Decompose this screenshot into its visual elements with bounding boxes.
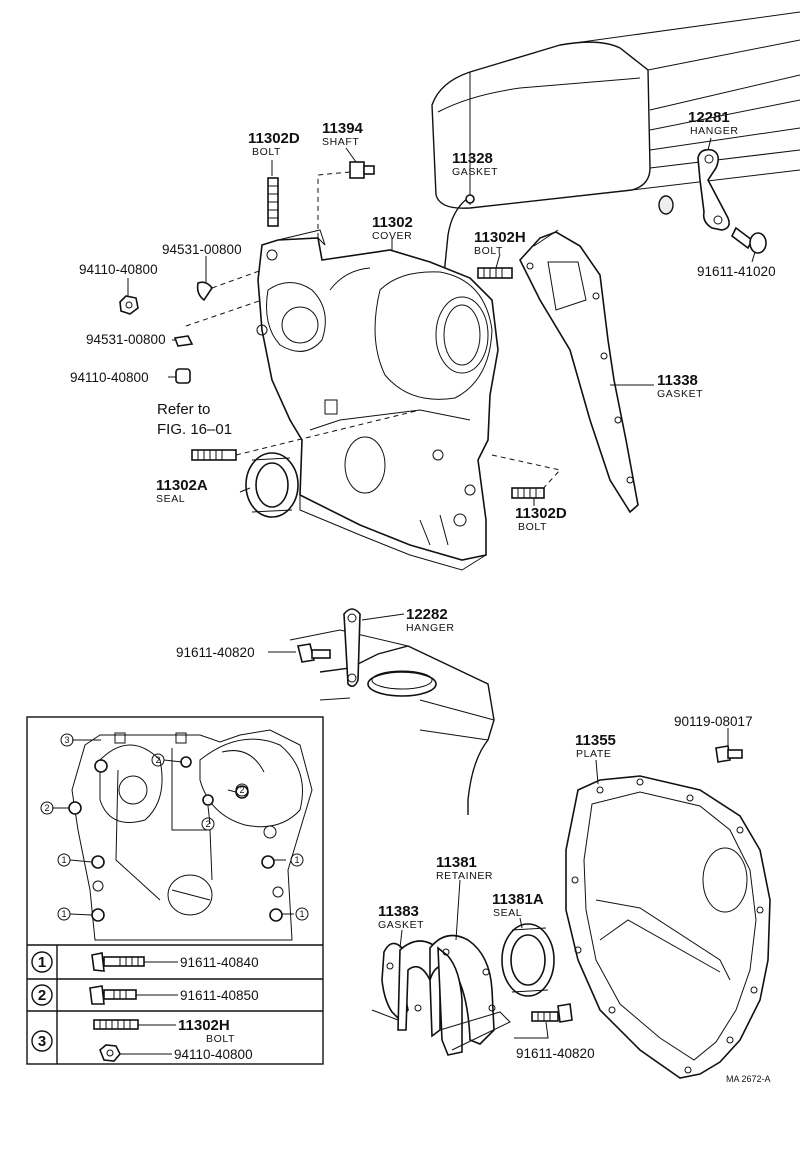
clip-94531-a [196,281,213,302]
label-11381a-name: SEAL [493,907,522,919]
legend-nut-94110-40800 [99,1044,121,1062]
plate-11355 [565,775,771,1079]
label-11381a-num: 11381A [492,891,544,908]
label-12282-name: HANGER [406,622,455,634]
label-11302h-num: 11302H [474,229,526,246]
block-front [289,629,495,815]
callout-label: 2 [205,819,210,829]
nut-94110-b [175,368,191,384]
gasket-11338 [519,231,639,514]
seal-11302a [245,452,299,518]
label-11302d-top-name: BOLT [252,146,281,158]
callout-label: 1 [61,909,66,919]
retainer-11381 [429,934,511,1056]
nut-94110-a [119,295,139,315]
legend-bolt-91611-40850 [89,985,137,1005]
label-91611-40820-b: 91611-40820 [516,1046,595,1061]
label-11355-num: 11355 [575,732,616,749]
bolt-91611-40820-b [531,1003,573,1023]
label-12281-num: 12281 [688,109,730,126]
label-11302d-bottom-num: 11302D [515,505,567,522]
hanger-12281 [697,148,730,231]
label-11381-name: RETAINER [436,870,493,882]
legend-box: 3 2 2 2 2 1 1 1 1 1 2 3 [26,716,324,1065]
callout-label: 2 [44,803,49,813]
label-94110-a: 94110-40800 [79,262,158,277]
legend-key-2 [31,984,53,1006]
label-11394-num: 11394 [322,120,364,137]
label-11383-num: 11383 [378,903,419,920]
cylinder-head-outline [431,11,800,215]
label-11302h-name: BOLT [474,245,503,257]
stud-11302d-top [267,177,279,227]
label-refer-fig: FIG. 16–01 [157,421,232,438]
legend-key-3 [31,1030,53,1052]
label-11302-name: COVER [372,230,412,242]
label-94110-b: 94110-40800 [70,370,149,385]
legend-stud-11302h [93,1019,139,1030]
gasket-11328 [443,197,469,276]
label-11328-num: 11328 [452,150,493,167]
callout-label: 2 [239,785,244,795]
label-refer-to: Refer to [157,401,210,418]
legend-key-2-label: 2 [38,987,46,1004]
legend-key-1 [31,951,53,973]
shaft-11394 [349,161,375,179]
stud-11302d-bottom [511,487,545,499]
label-91611-41020: 91611-41020 [697,264,776,279]
legend-key-3-label: 3 [38,1033,46,1050]
hanger-12282 [343,608,361,688]
label-94531-a: 94531-00800 [162,242,242,257]
legend-row-1-part: 91611-40840 [180,955,259,970]
legend-callouts: 3 2 2 2 2 1 1 1 1 [40,733,309,921]
callout-label: 1 [61,855,66,865]
clip-94531-b [173,335,194,347]
bolt-91611-40820-a [297,643,331,663]
label-11381-num: 11381 [436,854,477,871]
label-91611-40820-a: 91611-40820 [176,645,255,660]
label-12281-name: HANGER [690,125,739,137]
bolt-90119-08017 [715,745,743,763]
legend-row-3-part-a-name: BOLT [206,1033,235,1045]
label-90119-08017: 90119-08017 [674,714,753,729]
legend-row-2-part: 91611-40850 [180,988,259,1003]
callout-label: 2 [155,755,160,765]
label-11338-num: 11338 [657,372,698,389]
label-11302d-bottom-name: BOLT [518,521,547,533]
label-11383-name: GASKET [378,919,424,931]
label-11302-num: 11302 [372,214,413,231]
leaders-top [127,137,756,506]
bolt-91611-41020 [730,226,767,254]
legend-row-3-part-a: 11302H [178,1017,230,1034]
bolt-refer-fig [191,449,237,461]
stud-11302h [477,267,513,279]
label-11355-name: PLATE [576,748,611,760]
legend-key-1-label: 1 [38,954,46,971]
label-11338-name: GASKET [657,388,703,400]
label-11302a-num: 11302A [156,477,208,494]
label-11394-name: SHAFT [322,136,359,148]
timing-cover-11302 [256,229,499,571]
callout-label: 1 [294,855,299,865]
label-11302a-name: SEAL [156,493,185,505]
label-94531-b: 94531-00800 [86,332,166,347]
label-11328-name: GASKET [452,166,498,178]
legend-cover-drawing [52,729,313,941]
callout-label: 1 [299,909,304,919]
drawing-code: MA 2672-A [726,1074,771,1084]
legend-row-3-part-b: 94110-40800 [174,1047,253,1062]
seal-11381a [501,923,555,997]
callout-label: 3 [64,735,69,745]
label-11302d-top-num: 11302D [248,130,300,147]
legend-bolt-91611-40840 [91,952,145,972]
label-12282-num: 12282 [406,606,448,623]
